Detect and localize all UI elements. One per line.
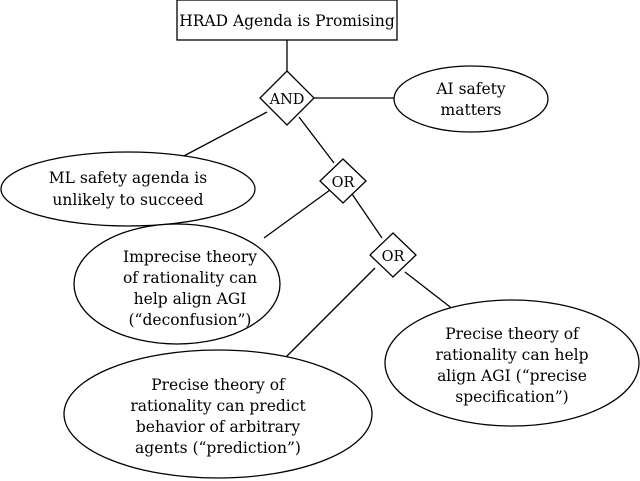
edge-or1-imprecise [263,189,331,239]
edge-and-ml-safety [179,111,268,159]
precise-spec-line-3: align AGI (“precise [437,367,587,385]
ai-safety-line-1: AI safety [435,80,506,98]
precise-spec-line-2: rationality can help [435,346,588,364]
precise-specification-node: Precise theory of rationality can help a… [384,299,640,427]
edge-or2-prediction [282,267,376,361]
imprecise-theory-node: Imprecise theory of rationality can help… [73,223,281,345]
ml-safety-node: ML safety agenda is unlikely to succeed [0,151,256,227]
ml-safety-line-1: ML safety agenda is [49,169,207,187]
imprecise-line-1: Imprecise theory [123,248,257,266]
and-gate-label: AND [269,92,305,108]
imprecise-line-4: (“deconfusion”) [129,311,252,329]
or-gate-1-label: OR [332,175,356,191]
root-node: HRAD Agenda is Promising [176,0,398,41]
prediction-line-3: behavior of arbitrary [136,418,301,436]
root-label: HRAD Agenda is Promising [179,12,395,30]
or-gate-1-node: OR [319,158,367,204]
precise-spec-line-1: Precise theory of [445,325,580,343]
imprecise-line-2: of rationality can [123,269,257,287]
prediction-node: Precise theory of rationality can predic… [63,349,373,479]
imprecise-line-3: help align AGI [134,290,247,308]
or-gate-2-label: OR [382,249,406,265]
precise-spec-line-4: specification”) [455,388,568,406]
ml-safety-line-2: unlikely to succeed [52,191,203,209]
ai-safety-line-2: matters [441,101,502,119]
prediction-line-4: agents (“prediction”) [135,439,301,457]
and-gate-node: AND [259,70,315,126]
edge-and-or1 [298,116,335,164]
edge-or1-or2 [351,193,383,239]
edge-or2-precise-spec [404,271,455,311]
prediction-line-1: Precise theory of [151,376,286,394]
or-gate-2-node: OR [369,232,417,278]
ai-safety-node: AI safety matters [393,65,549,133]
prediction-line-2: rationality can predict [130,397,306,415]
